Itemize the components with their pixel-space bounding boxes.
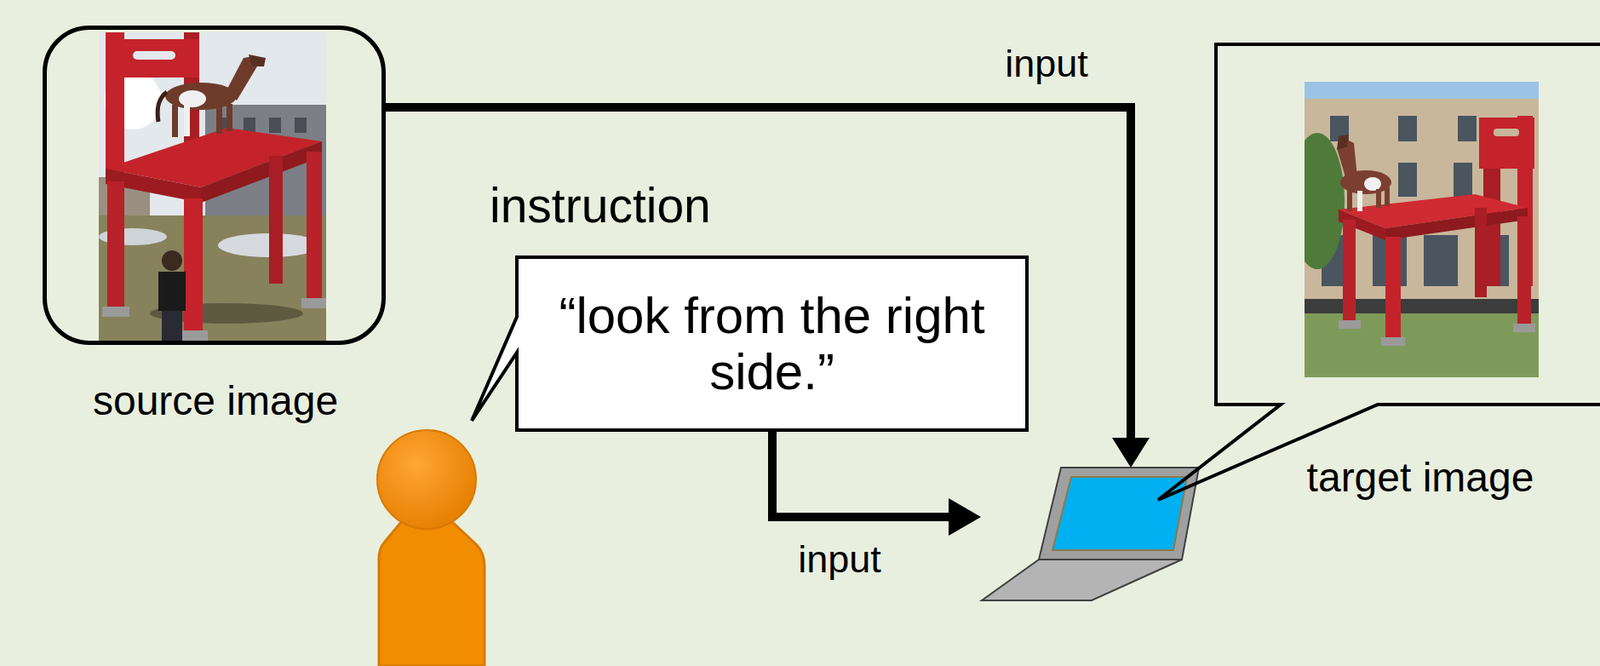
instruction-heading: instruction: [489, 178, 712, 233]
bubble-path: [1158, 44, 1600, 500]
bubble-path: [471, 257, 1027, 431]
input-arrow-line: [385, 107, 1131, 442]
input-arrow-line: [772, 431, 952, 517]
target-photo: [1304, 81, 1539, 378]
input-label: input: [1004, 42, 1089, 86]
input-label: input: [797, 538, 882, 581]
target-image-bubble: target image: [1214, 42, 1600, 407]
instruction-bubble: instruction“look from the right side.”: [515, 255, 1029, 432]
person-icon: [377, 430, 485, 666]
frame-caption: target image: [1307, 455, 1535, 501]
instruction-text: “look from the right side.”: [532, 287, 1012, 401]
laptop-icon: [981, 467, 1199, 601]
frame-caption: source image: [92, 378, 339, 425]
arrow-head: [948, 498, 981, 536]
source-image-frame: source image: [42, 25, 386, 345]
arrow-head: [1112, 437, 1150, 468]
bubble-outline: [1214, 42, 1600, 407]
source-photo: [98, 32, 327, 341]
